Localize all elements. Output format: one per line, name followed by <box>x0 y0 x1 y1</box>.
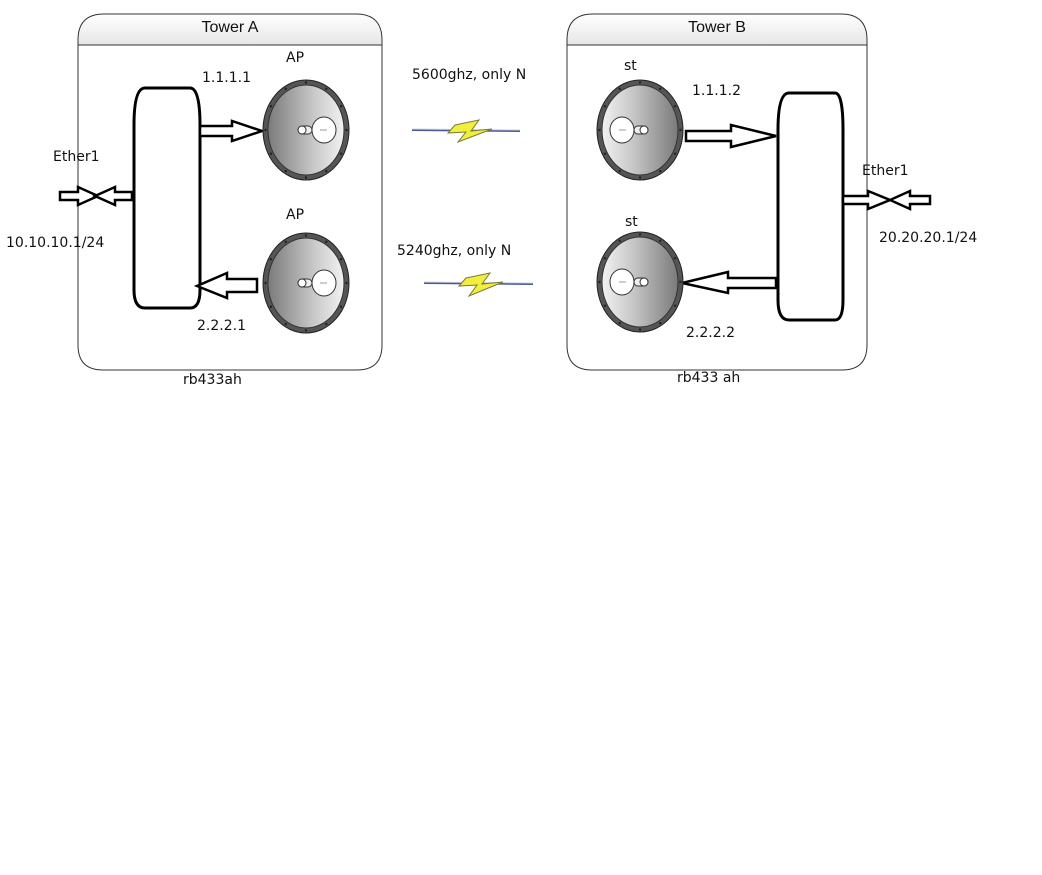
radio-b2-dish-icon <box>596 231 684 333</box>
tower-a-interface: Ether1 <box>53 149 100 165</box>
tower-b-interface-ip: 20.20.20.1/24 <box>879 230 978 246</box>
wireless-link-2-bolt-icon <box>423 272 534 298</box>
router-b-icon <box>776 91 845 322</box>
radio-b2-role: st <box>625 214 638 230</box>
radio-b2-ip: 2.2.2.2 <box>686 325 735 341</box>
tower-b-interface: Ether1 <box>862 163 909 179</box>
arrow-router-b-to-st2 <box>681 270 778 295</box>
ether1-a-connector <box>58 185 134 207</box>
radio-b1-dish-icon <box>596 79 684 181</box>
arrow-router-a-to-ap1 <box>198 119 266 143</box>
radio-b1-ip: 1.1.1.2 <box>692 83 741 99</box>
wireless-link-1-bolt-icon <box>411 119 521 144</box>
ether1-b-connector <box>841 189 932 211</box>
radio-a1-role: AP <box>286 50 305 66</box>
tower-a-interface-ip: 10.10.10.1/24 <box>6 235 105 251</box>
tower-a-title: Tower A <box>201 19 259 36</box>
radio-a1-ip: 1.1.1.1 <box>202 70 251 86</box>
router-a-icon <box>132 86 202 310</box>
tower-a-device: rb433ah <box>183 372 242 388</box>
radio-a1-dish-icon <box>262 79 350 181</box>
radio-a2-ip: 2.2.2.1 <box>197 318 246 334</box>
wireless-link-2-label: 5240ghz, only N <box>397 243 512 259</box>
arrow-st1-to-router-b <box>684 123 777 149</box>
tower-a-header <box>77 13 383 46</box>
arrow-ap2-to-router-a <box>193 271 259 300</box>
tower-b-header <box>566 13 868 46</box>
tower-b-container <box>566 13 868 371</box>
radio-a2-role: AP <box>286 207 305 223</box>
radio-b1-role: st <box>624 58 637 74</box>
tower-b-device: rb433 ah <box>677 370 741 386</box>
radio-a2-dish-icon <box>262 232 350 334</box>
tower-a-container <box>77 13 383 371</box>
tower-b-title: Tower B <box>688 19 746 36</box>
wireless-link-1-label: 5600ghz, only N <box>412 67 527 83</box>
